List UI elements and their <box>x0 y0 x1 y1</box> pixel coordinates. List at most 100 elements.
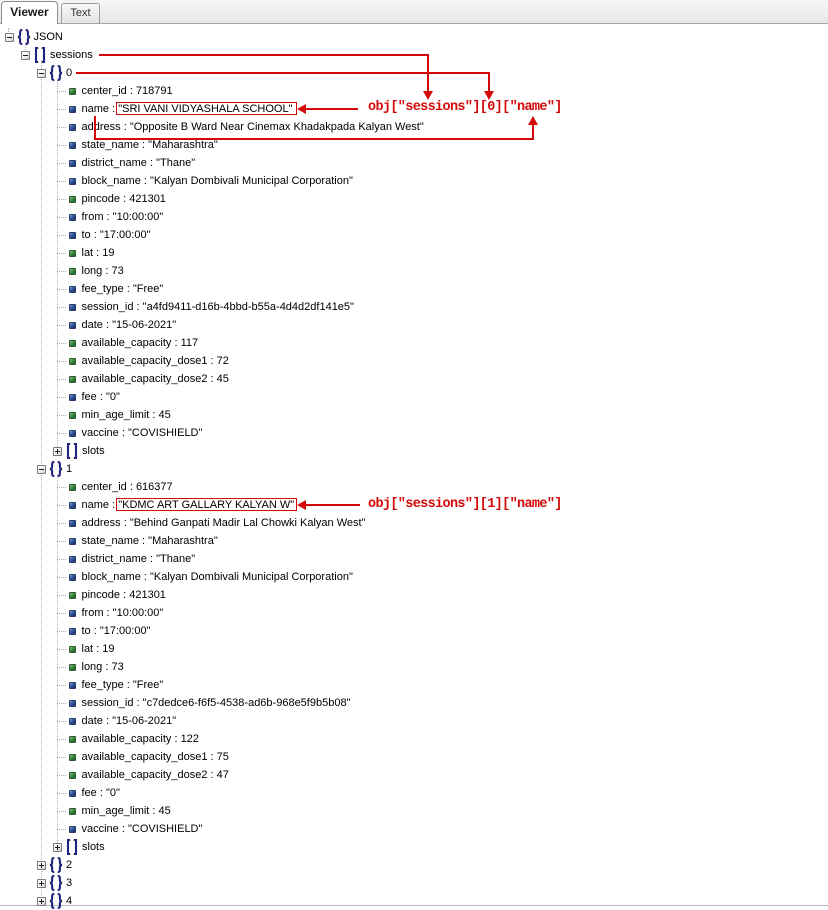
key-value-text: fee : "0" <box>81 391 120 403</box>
tree-guide-stub <box>57 811 66 812</box>
tree-guide-stub <box>57 91 66 92</box>
string-bullet-icon <box>68 573 76 581</box>
key-value-text: available_capacity : 122 <box>82 733 199 745</box>
key: state_name <box>81 535 139 547</box>
separator: : <box>103 607 113 619</box>
tree-guide-stub <box>57 181 66 182</box>
key-value-text: fee : "0" <box>81 787 120 799</box>
string-bullet-icon <box>68 789 76 797</box>
tree-row-session-0-long: long : 73 <box>0 262 828 280</box>
arrow-down-icon <box>423 91 433 100</box>
annotation-line-name0 <box>531 124 534 140</box>
separator: : <box>120 517 130 529</box>
annotation-label-1: obj["sessions"][1]["name"] <box>368 496 562 512</box>
key-value-text: center_id : 616377 <box>82 481 173 493</box>
string-bullet-icon <box>68 519 76 527</box>
separator: : <box>146 553 157 565</box>
tree-row-root: JSON <box>0 28 828 46</box>
node-label[interactable]: sessions <box>50 49 93 61</box>
tree-guide-stub <box>57 415 66 416</box>
separator: : <box>207 751 217 763</box>
tree-guide-stub <box>57 721 66 722</box>
number-bullet-icon <box>68 771 76 779</box>
tree-row-session-0-vaccine: vaccine : "COVISHIELD" <box>0 424 828 442</box>
tree-guide-stub <box>57 757 66 758</box>
value: Maharashtra <box>152 139 214 151</box>
separator: : <box>118 823 128 835</box>
value: 15-06-2021 <box>116 715 173 727</box>
value: 616377 <box>135 481 173 493</box>
tree-guide-stub <box>57 685 66 686</box>
collapse-toggle-icon[interactable] <box>4 32 14 42</box>
value: Behind Ganpati Madir Lal Chowki Kalyan W… <box>133 517 362 529</box>
node-label[interactable]: 0 <box>66 67 73 79</box>
collapse-toggle-icon[interactable] <box>37 464 46 474</box>
separator: : <box>149 805 159 817</box>
separator: : <box>102 661 112 673</box>
value: 17:00:00 <box>103 229 147 241</box>
key: pincode <box>81 193 121 205</box>
node-label[interactable]: JSON <box>33 31 63 43</box>
collapse-toggle-icon[interactable] <box>37 68 46 78</box>
tree-row-session-0-from: from : "10:00:00" <box>0 208 828 226</box>
tree-guide-stub <box>57 433 66 434</box>
arrow-left-icon <box>297 500 306 510</box>
string-bullet-icon <box>68 609 76 617</box>
annotation-arrow-line <box>305 107 358 110</box>
tree-guide-stub <box>57 199 66 200</box>
key: available_capacity <box>81 337 172 349</box>
tree-row-session-0-name: name : "SRI VANI VIDYASHALA SCHOOL" <box>0 100 828 118</box>
value: Free <box>136 283 160 295</box>
expand-toggle-icon[interactable] <box>53 446 62 456</box>
separator: : <box>123 679 133 691</box>
key: available_capacity_dose2 <box>81 373 208 385</box>
tree-guide-stub <box>57 613 66 614</box>
separator: : <box>126 85 136 97</box>
key-value-text: available_capacity_dose2 : 45 <box>82 373 229 385</box>
tree-guide-stub <box>57 217 66 218</box>
key-value-text: to : "17:00:00" <box>81 625 151 637</box>
object-braces-icon <box>49 461 63 477</box>
object-braces-icon <box>17 29 31 45</box>
number-bullet-icon <box>68 735 76 743</box>
string-bullet-icon <box>68 105 76 113</box>
node-label[interactable]: 3 <box>66 877 73 889</box>
key: fee <box>81 787 97 799</box>
node-label[interactable]: slots <box>82 445 105 457</box>
tree-guide-stub <box>57 325 66 326</box>
separator: : <box>140 571 150 583</box>
value: 73 <box>111 661 124 673</box>
separator: : <box>93 247 103 259</box>
node-label[interactable]: 4 <box>66 895 73 907</box>
expand-toggle-icon[interactable] <box>37 860 46 870</box>
tree-row-session-0-available_capacity: available_capacity : 117 <box>0 334 828 352</box>
expand-toggle-icon[interactable] <box>37 896 46 906</box>
string-bullet-icon <box>68 177 76 185</box>
separator: : <box>109 499 119 511</box>
tab-text[interactable]: Text <box>61 3 100 23</box>
string-bullet-icon <box>68 303 76 311</box>
tab-viewer[interactable]: Viewer <box>1 1 58 24</box>
tree-guide-stub <box>57 505 66 506</box>
tree-guide-stub <box>57 631 66 632</box>
expand-toggle-icon[interactable] <box>53 842 62 852</box>
expand-toggle-icon[interactable] <box>37 878 46 888</box>
node-label[interactable]: 1 <box>66 463 73 475</box>
string-bullet-icon <box>68 681 76 689</box>
separator: : <box>133 301 143 313</box>
tree-row-session-1-fee_type: fee_type : "Free" <box>0 676 828 694</box>
tree-row-session-0-to: to : "17:00:00" <box>0 226 828 244</box>
string-bullet-icon <box>68 429 76 437</box>
key-value-text: long : 73 <box>82 661 124 673</box>
string-bullet-icon <box>68 825 76 833</box>
string-bullet-icon <box>68 231 76 239</box>
tree-row-session-0-available_capacity_dose1: available_capacity_dose1 : 72 <box>0 352 828 370</box>
tree-row-session-1-from: from : "10:00:00" <box>0 604 828 622</box>
tree-guide-stub <box>57 145 66 146</box>
node-label[interactable]: 2 <box>66 859 73 871</box>
value: 0 <box>109 787 116 799</box>
node-label[interactable]: slots <box>82 841 105 853</box>
tab-text-label: Text <box>70 7 91 19</box>
key: available_capacity_dose1 <box>81 355 208 367</box>
collapse-toggle-icon[interactable] <box>21 50 30 60</box>
